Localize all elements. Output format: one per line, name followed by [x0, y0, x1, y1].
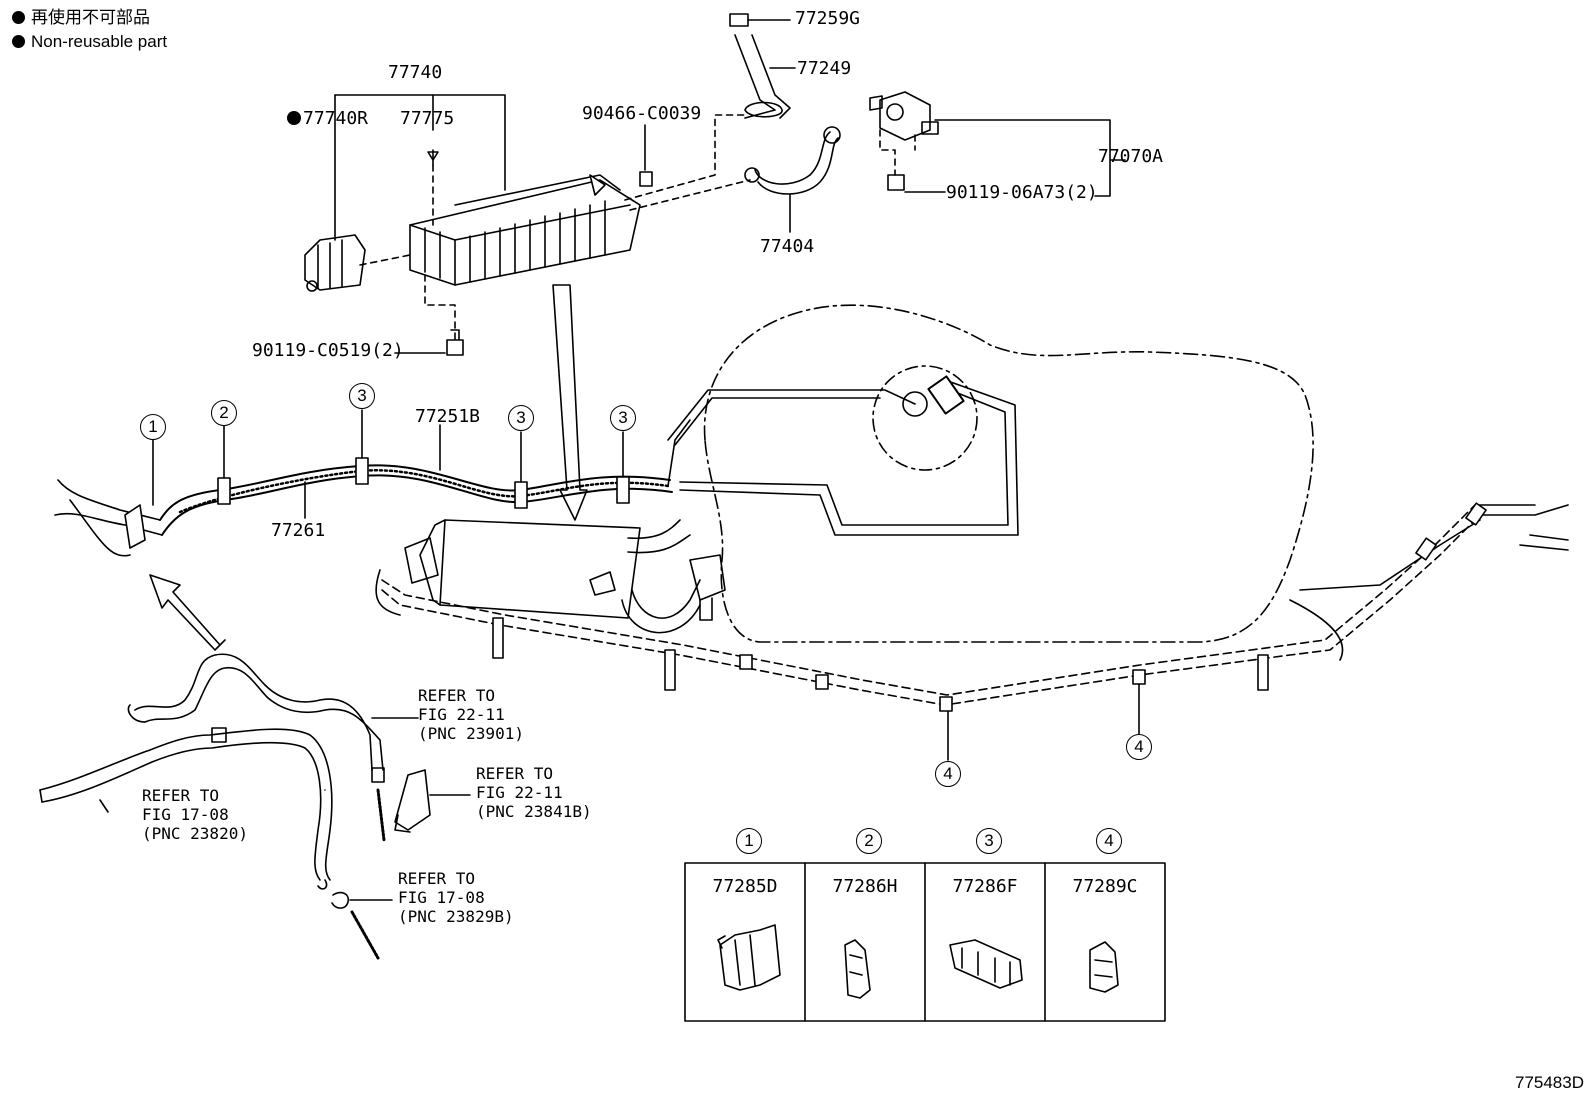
clamp-2-on-bundle — [217, 477, 231, 505]
legend-en: Non-reusable part — [12, 32, 167, 52]
hose-77249 — [734, 34, 791, 119]
clip-a — [492, 617, 504, 659]
hose-77404-end2 — [823, 126, 841, 144]
part-label-77259G[interactable]: 77259G — [795, 8, 861, 29]
dash-77404 — [629, 179, 751, 211]
dash-77070A — [879, 129, 916, 176]
table-key-2: 2 — [856, 828, 882, 854]
part-label-77740[interactable]: 77740 — [388, 62, 443, 83]
underbody-tube-solid — [1289, 504, 1569, 661]
circled-key-1: 1 — [140, 414, 166, 440]
dash-filter — [359, 254, 411, 266]
clamp-3c-on-bundle — [616, 476, 630, 504]
hose-77404-end — [744, 167, 760, 183]
clip-d — [815, 674, 829, 690]
underbody-tube — [381, 504, 1481, 706]
arrow-up-left — [149, 574, 226, 651]
circled-key-2: 2 — [211, 400, 237, 426]
canister-assembly — [409, 174, 641, 286]
clip-sketch-2 — [844, 939, 871, 999]
reference-grommet — [331, 891, 393, 960]
reference-bracket — [376, 769, 471, 842]
non-reusable-dot-icon — [12, 11, 25, 24]
circled-key-4: 4 — [1126, 734, 1152, 760]
clip-i — [1465, 502, 1487, 526]
tube-bundle — [54, 419, 691, 557]
table-key-4: 4 — [1096, 828, 1122, 854]
clip-g — [1257, 654, 1269, 691]
hose-77404 — [754, 131, 839, 195]
lower-canister — [375, 519, 726, 634]
dash-90466 — [624, 114, 746, 201]
tank-fill-tube-2 — [679, 389, 1009, 526]
fuel-pump-ring — [872, 365, 978, 471]
part-label-77251B[interactable]: 77251B — [415, 406, 481, 427]
table-key-1: 1 — [736, 828, 762, 854]
fuel-tank-outline — [703, 304, 1314, 643]
tank-vent-line-2 — [674, 397, 881, 446]
clip-sketch-3 — [949, 939, 1023, 989]
circled-key-3: 3 — [508, 405, 534, 431]
circled-key-3: 3 — [349, 383, 375, 409]
clip-e — [939, 696, 953, 712]
leader-77070A — [934, 119, 1126, 197]
canister-filter-block — [304, 234, 366, 292]
part-label-77404[interactable]: 77404 — [760, 236, 815, 257]
valve-77070A — [869, 91, 939, 141]
clip-table-grid — [684, 862, 1166, 1022]
non-reusable-dot-icon — [287, 111, 301, 125]
refer-note-fig22-11-23841B[interactable]: REFER TO FIG 22-11 (PNC 23841B) — [476, 764, 592, 821]
circled-key-4: 4 — [935, 761, 961, 787]
part-label-77261[interactable]: 77261 — [271, 520, 326, 541]
table-key-3: 3 — [976, 828, 1002, 854]
legend-jp-text: 再使用不可部品 — [31, 8, 150, 27]
clamp-3a-on-bundle — [355, 457, 369, 485]
table-part-77285D[interactable]: 77285D — [712, 876, 778, 897]
bolt-90119-06A73 — [887, 174, 905, 191]
tank-fill-tube — [679, 379, 1019, 536]
clamp-3b-on-bundle — [514, 481, 528, 509]
washer-90466 — [639, 171, 653, 187]
dash-bolt-left — [424, 274, 456, 341]
refer-note-fig17-08-23829B[interactable]: REFER TO FIG 17-08 (PNC 23829B) — [398, 869, 514, 926]
clip-b — [664, 649, 676, 691]
tank-valve — [927, 375, 965, 415]
refer-note-fig17-08-23820[interactable]: REFER TO FIG 17-08 (PNC 23820) — [142, 786, 248, 843]
part-label-77740R[interactable]: 77740R — [287, 110, 368, 128]
clip-c — [739, 654, 753, 670]
tank-vent-line — [667, 389, 916, 441]
clip-sketch-4 — [1089, 941, 1119, 993]
clip-h — [1415, 537, 1437, 561]
leader-77740 — [334, 94, 506, 191]
bolt-90119-C0519 — [446, 329, 464, 356]
diagram-id: 775483D — [1514, 1073, 1584, 1092]
legend-jp: 再使用不可部品 — [12, 8, 150, 28]
clamp-77259G — [729, 13, 749, 27]
part-label-90466-C0039[interactable]: 90466-C0039 — [582, 103, 702, 124]
arrow-down — [552, 284, 588, 521]
part-label-77249[interactable]: 77249 — [797, 58, 852, 79]
reference-piping — [39, 653, 385, 890]
refer-note-fig22-11-23901[interactable]: REFER TO FIG 22-11 (PNC 23901) — [418, 686, 524, 743]
part-label-77070A[interactable]: 77070A — [1098, 146, 1164, 167]
part-label-90119-C0519[interactable]: 90119-C0519(2) — [252, 340, 404, 361]
clip-f — [1132, 669, 1146, 685]
table-part-77286H[interactable]: 77286H — [832, 876, 898, 897]
part-label-77775[interactable]: 77775 — [400, 108, 455, 129]
clip-1-on-bundle — [124, 504, 146, 549]
part-label-77740R-text: 77740R — [303, 108, 369, 129]
screw-77775 — [427, 151, 439, 161]
fuel-pump-inner — [902, 391, 928, 417]
table-part-77286F[interactable]: 77286F — [952, 876, 1018, 897]
clip-sketch-1 — [717, 924, 781, 991]
table-part-77289C[interactable]: 77289C — [1072, 876, 1138, 897]
non-reusable-dot-icon — [12, 35, 25, 48]
legend-en-text: Non-reusable part — [31, 32, 168, 51]
circled-key-3: 3 — [610, 405, 636, 431]
part-label-90119-06A73[interactable]: 90119-06A73(2) — [946, 182, 1098, 203]
hose-77249-fill — [744, 101, 783, 118]
